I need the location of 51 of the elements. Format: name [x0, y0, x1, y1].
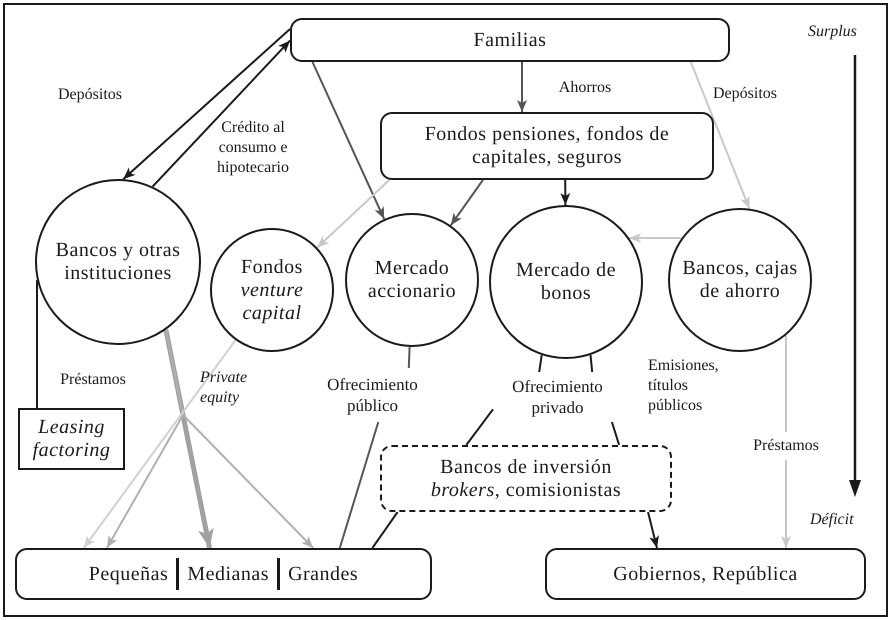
- edge-label: Crédito al consumo e hipotecario: [216, 118, 290, 178]
- arrow: [690, 62, 750, 209]
- connector-line: [590, 354, 594, 372]
- node-text: Bancos, cajas de ahorro: [681, 257, 799, 303]
- node-text: Leasing factoring: [32, 416, 112, 462]
- rounded-box: [380, 112, 714, 180]
- edge-label: Ahorros: [558, 78, 612, 98]
- text-label: Private equity: [200, 368, 248, 408]
- edge-label: Depósitos: [57, 85, 123, 105]
- node-text: Pequeñas: [88, 562, 168, 586]
- arrow: [316, 179, 390, 248]
- node-text: Fondos pensiones, fondos de capitales, seguros: [424, 123, 670, 169]
- arrow: [450, 179, 484, 226]
- rounded-box: [290, 18, 730, 62]
- rounded-box: [15, 548, 432, 600]
- text-label: Déficit: [810, 510, 855, 530]
- node-text: Bancos y otras instituciones: [54, 239, 182, 285]
- rounded-box: [545, 548, 866, 600]
- node-text: Fondos venture capital: [240, 256, 304, 324]
- dashed-box: [380, 445, 672, 512]
- arrow: [83, 340, 236, 549]
- arrow: [629, 233, 682, 243]
- node-text: Mercado de bonos: [515, 259, 617, 305]
- node-text: Mercado accionario: [366, 257, 458, 303]
- connector-line: [466, 408, 494, 446]
- arrow: [647, 512, 659, 548]
- connector-line: [36, 280, 38, 408]
- arrow: [781, 335, 791, 548]
- node-text: Bancos de inversión brokers, comisionistas: [430, 456, 622, 502]
- node-text: Grandes: [288, 562, 358, 586]
- connector-line: [338, 422, 380, 548]
- connector-line: [610, 422, 620, 446]
- annotation-text: Ofrecimiento público: [305, 368, 440, 422]
- connector-line: [372, 511, 398, 549]
- arrow: [152, 40, 291, 188]
- arrow: [517, 62, 527, 112]
- edge-label: Depósitos: [712, 84, 778, 104]
- box: [18, 408, 125, 470]
- edge-label: Préstamos: [59, 370, 127, 390]
- arrow: [312, 62, 386, 220]
- node-text: Familias: [474, 28, 546, 52]
- arrow: [163, 329, 214, 548]
- annotation-text: Ofrecimiento privado: [493, 372, 622, 422]
- node-text: Medianas: [187, 562, 270, 586]
- node-text: Gobiernos, República: [613, 562, 798, 586]
- arrow: [560, 180, 570, 205]
- connector-line: [538, 354, 543, 372]
- text-label: Surplus: [808, 22, 858, 42]
- text-label: Emisiones, títulos públicos: [648, 356, 720, 416]
- arrow: [122, 28, 291, 180]
- connector-line: [408, 346, 411, 368]
